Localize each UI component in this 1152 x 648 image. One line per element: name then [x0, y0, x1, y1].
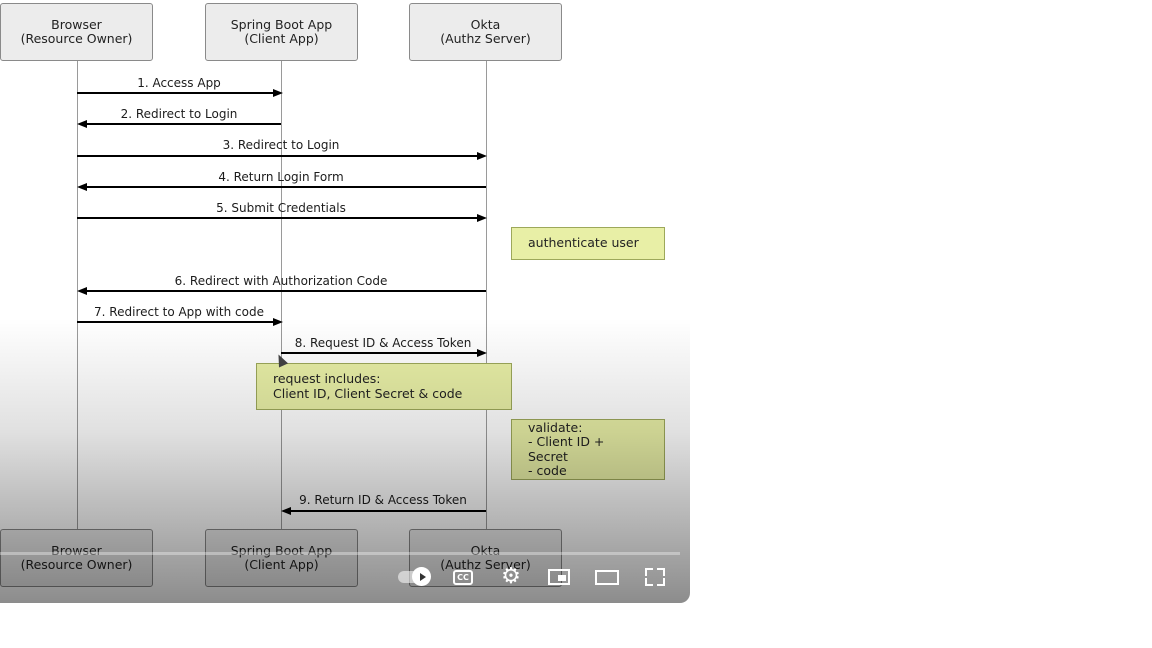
- message-arrow-1: [77, 92, 273, 94]
- arrow-head-right: [477, 214, 487, 222]
- video-progress-bar[interactable]: [0, 552, 680, 555]
- sequence-diagram: Browser (Resource Owner) Spring Boot App…: [0, 3, 665, 587]
- participant-name: Okta: [470, 543, 501, 558]
- message-label-8: 8. Request ID & Access Token: [294, 336, 472, 350]
- arrow-head-left: [77, 120, 87, 128]
- message-label-3: 3. Redirect to Login: [222, 138, 340, 152]
- note-validate: validate: - Client ID + Secret - code: [511, 419, 665, 480]
- message-arrow-5: [77, 217, 478, 219]
- miniplayer-button[interactable]: [544, 562, 574, 592]
- message-label-5: 5. Submit Credentials: [216, 201, 346, 215]
- arrow-head-left: [281, 507, 291, 515]
- participant-name: Spring Boot App: [230, 543, 333, 558]
- lifeline-okta: [486, 61, 487, 529]
- message-label-9: 9. Return ID & Access Token: [299, 493, 467, 507]
- play-icon: [412, 567, 431, 586]
- arrow-head-right: [477, 349, 487, 357]
- fullscreen-button[interactable]: [640, 562, 670, 592]
- participant-name: Okta: [470, 17, 501, 32]
- message-label-7: 7. Redirect to App with code: [94, 305, 264, 319]
- note-text: Client ID, Client Secret & code: [273, 385, 463, 401]
- arrow-head-right: [477, 152, 487, 160]
- message-arrow-3: [77, 155, 478, 157]
- note-text: - Client ID + Secret: [528, 434, 605, 464]
- participant-role: (Authz Server): [440, 557, 531, 572]
- message-label-2: 2. Redirect to Login: [120, 107, 238, 121]
- participant-okta-top: Okta (Authz Server): [409, 3, 562, 61]
- lifeline-spring-boot-app: [281, 61, 282, 529]
- video-player[interactable]: Browser (Resource Owner) Spring Boot App…: [0, 0, 690, 603]
- autoplay-toggle-icon: [398, 567, 431, 586]
- message-label-1: 1. Access App: [137, 76, 221, 90]
- message-arrow-6: [87, 290, 486, 292]
- message-label-6: 6. Redirect with Authorization Code: [174, 274, 388, 288]
- participant-name: Spring Boot App: [230, 17, 333, 32]
- participant-name: Browser: [51, 17, 102, 32]
- note-authenticate-user: authenticate user: [511, 227, 665, 260]
- player-controls-bar: CC ⚙: [0, 562, 690, 596]
- note-text: authenticate user: [528, 235, 639, 251]
- gear-icon: ⚙: [501, 564, 521, 589]
- arrow-head-right: [273, 318, 283, 326]
- theater-mode-icon: [595, 569, 619, 585]
- participant-okta-bottom: Okta (Authz Server): [409, 529, 562, 587]
- message-arrow-7: [77, 321, 273, 323]
- participant-browser-top: Browser (Resource Owner): [0, 3, 153, 61]
- participant-role: (Resource Owner): [20, 31, 133, 46]
- message-label-4: 4. Return Login Form: [218, 170, 344, 184]
- participant-spring-boot-app-top: Spring Boot App (Client App): [205, 3, 358, 61]
- message-arrow-2: [87, 123, 281, 125]
- note-text: validate:: [528, 419, 583, 435]
- arrow-head-right: [273, 89, 283, 97]
- subtitles-button[interactable]: CC: [448, 562, 478, 592]
- participant-browser-bottom: Browser (Resource Owner): [0, 529, 153, 587]
- fullscreen-icon: [645, 568, 665, 586]
- note-text: - code: [528, 463, 567, 478]
- settings-button[interactable]: ⚙: [496, 562, 526, 592]
- lifeline-browser: [77, 61, 78, 529]
- arrow-head-left: [77, 287, 87, 295]
- participant-spring-boot-app-bottom: Spring Boot App (Client App): [205, 529, 358, 587]
- message-arrow-9: [291, 510, 486, 512]
- participant-role: (Authz Server): [440, 31, 531, 46]
- message-arrow-8: [281, 352, 478, 354]
- theater-mode-button[interactable]: [592, 562, 622, 592]
- cc-icon: CC: [453, 569, 473, 585]
- message-arrow-4: [87, 186, 486, 188]
- participant-role: (Resource Owner): [20, 557, 133, 572]
- autoplay-toggle[interactable]: [398, 562, 431, 592]
- participant-name: Browser: [51, 543, 102, 558]
- miniplayer-icon: [548, 569, 570, 585]
- note-request-includes: request includes: Client ID, Client Secr…: [256, 363, 512, 410]
- participant-role: (Client App): [244, 557, 319, 572]
- participant-role: (Client App): [244, 31, 319, 46]
- arrow-head-left: [77, 183, 87, 191]
- note-text: request includes:: [273, 371, 381, 386]
